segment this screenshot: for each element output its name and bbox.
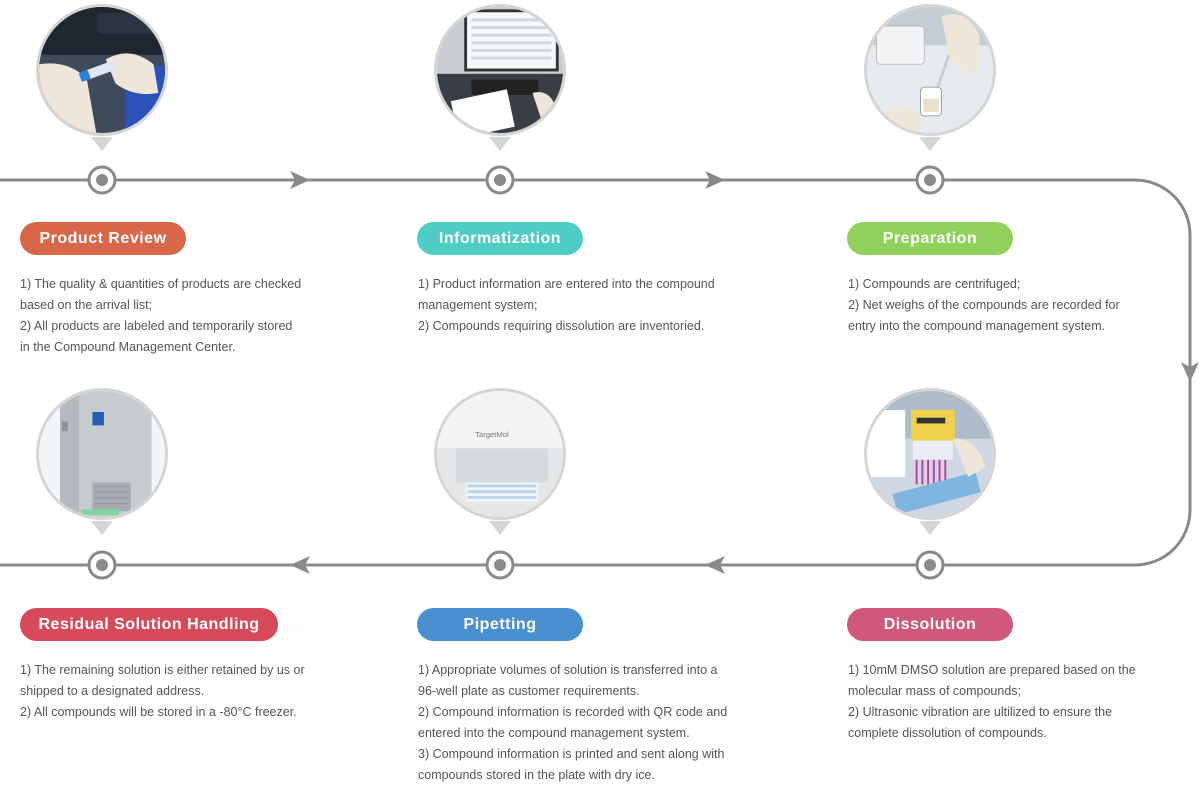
pipetting-description: 1) Appropriate volumes of solution is tr… [418, 660, 778, 786]
step-node-icon [485, 550, 515, 580]
informatization-description: 1) Product information are entered into … [418, 274, 768, 337]
arrow-right-icon [290, 171, 310, 189]
step-node-icon [485, 165, 515, 195]
preparation-pointer [919, 137, 941, 151]
pipetting-badge: Pipetting [417, 608, 583, 641]
step-node-icon [915, 165, 945, 195]
product-review-pointer [91, 137, 113, 151]
description-line: molecular mass of compounds; [848, 684, 1021, 698]
residual-solution-badge: Residual Solution Handling [20, 608, 278, 641]
description-line: entered into the compound management sys… [418, 726, 690, 740]
preparation-title: Preparation [882, 229, 978, 247]
residual-solution-description: 1) The remaining solution is either reta… [20, 660, 370, 723]
description-line: 96-well plate as customer requirements. [418, 684, 640, 698]
brand-label: TargetMol [475, 430, 509, 439]
arrow-down-icon [1181, 362, 1199, 382]
description-line: 2) Net weighs of the compounds are recor… [848, 298, 1120, 312]
description-line: in the Compound Management Center. [20, 340, 236, 354]
arrow-left-icon [705, 556, 725, 574]
preparation-description: 1) Compounds are centrifuged; 2) Net wei… [848, 274, 1178, 337]
product-review-title: Product Review [39, 229, 167, 247]
description-line: management system; [418, 298, 538, 312]
description-line: 2) All compounds will be stored in a -80… [20, 705, 297, 719]
dissolution-pointer [919, 521, 941, 535]
preparation-photo [864, 4, 996, 136]
description-line: 1) Compounds are centrifuged; [848, 277, 1021, 291]
description-line: 1) 10mM DMSO solution are prepared based… [848, 663, 1136, 677]
informatization-pointer [489, 137, 511, 151]
centrifuge-tube-icon [867, 7, 993, 133]
informatization-title: Informatization [438, 229, 562, 247]
residual-solution-pointer [91, 521, 113, 535]
dissolution-badge: Dissolution [847, 608, 1013, 641]
arrow-left-icon [290, 556, 310, 574]
dissolution-description: 1) 10mM DMSO solution are prepared based… [848, 660, 1178, 744]
multichannel-pipette-icon [867, 391, 993, 517]
liquid-handler-icon: TargetMol [437, 391, 563, 517]
description-line: 2) Compound information is recorded with… [418, 705, 728, 719]
product-review-badge: Product Review [20, 222, 186, 255]
computer-keyboard-icon [437, 7, 563, 133]
residual-solution-title: Residual Solution Handling [38, 615, 260, 633]
description-line: 1) Appropriate volumes of solution is tr… [418, 663, 718, 677]
pipetting-pointer [489, 521, 511, 535]
step-node-icon [87, 165, 117, 195]
description-line: 1) Product information are entered into … [418, 277, 715, 291]
description-line: 3) Compound information is printed and s… [418, 747, 725, 761]
preparation-badge: Preparation [847, 222, 1013, 255]
description-line: 2) Compounds requiring dissolution are i… [418, 319, 705, 333]
dissolution-photo [864, 388, 996, 520]
description-line: entry into the compound management syste… [848, 319, 1106, 333]
dissolution-title: Dissolution [883, 615, 977, 633]
step-node-icon [87, 550, 117, 580]
description-line: based on the arrival list; [20, 298, 153, 312]
step-node-icon [915, 550, 945, 580]
product-review-photo [36, 4, 168, 136]
description-line: 2) Ultrasonic vibration are ultilized to… [848, 705, 1113, 719]
description-line: shipped to a designated address. [20, 684, 205, 698]
informatization-badge: Informatization [417, 222, 583, 255]
pipetting-title: Pipetting [463, 615, 537, 633]
description-line: complete dissolution of compounds. [848, 726, 1047, 740]
description-line: 1) The quality & quantities of products … [20, 277, 302, 291]
freezer-icon [39, 391, 165, 517]
product-review-description: 1) The quality & quantities of products … [20, 274, 370, 358]
description-line: compounds stored in the plate with dry i… [418, 768, 655, 782]
informatization-photo [434, 4, 566, 136]
pipetting-photo: TargetMol [434, 388, 566, 520]
description-line: 1) The remaining solution is either reta… [20, 663, 305, 677]
residual-solution-photo [36, 388, 168, 520]
description-line: 2) All products are labeled and temporar… [20, 319, 293, 333]
gloved-hands-holding-vial-icon [39, 7, 165, 133]
arrow-right-icon [705, 171, 725, 189]
